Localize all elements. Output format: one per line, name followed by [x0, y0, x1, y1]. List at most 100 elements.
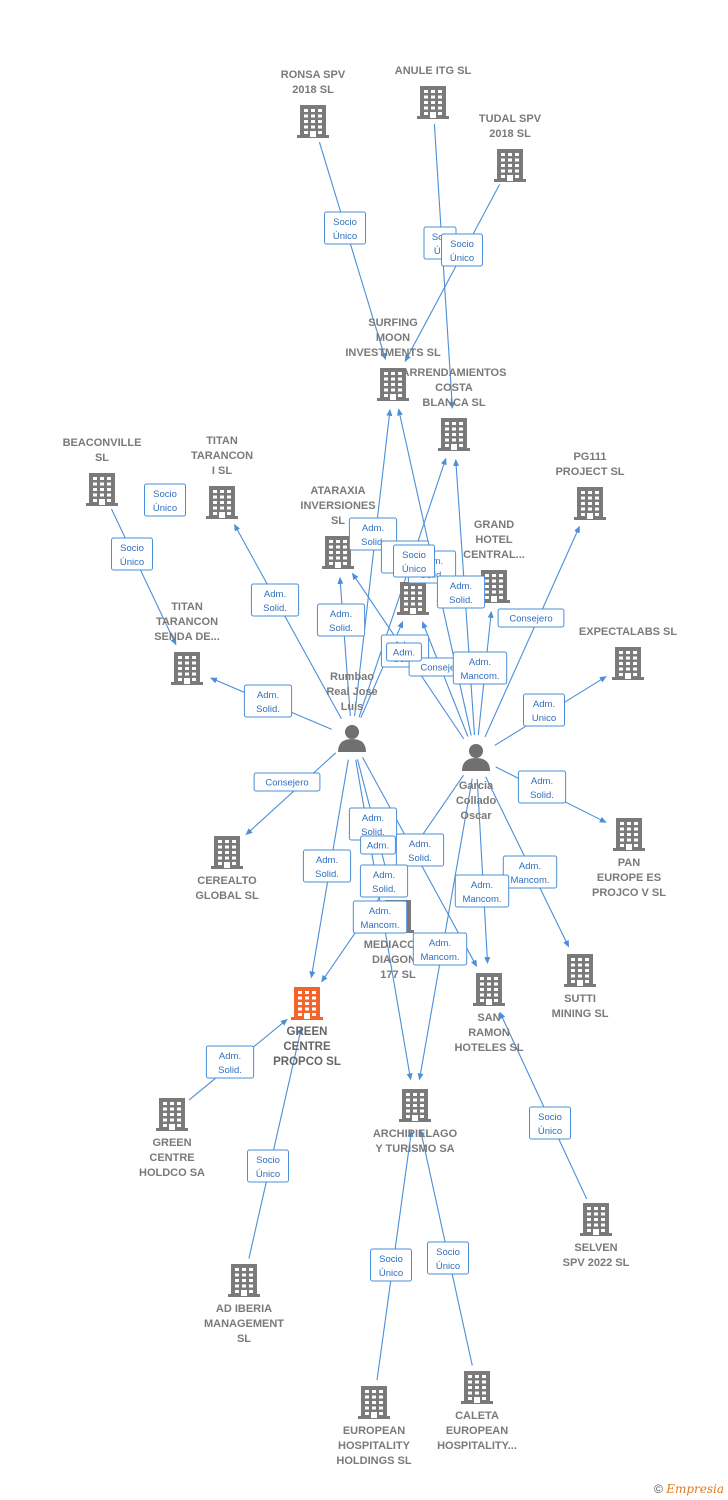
brand-logo[interactable]: Empresia	[666, 1482, 724, 1496]
relation-text: Adm.	[362, 523, 384, 534]
relation-label[interactable]: Adm.Solid.	[250, 583, 300, 617]
relation-label[interactable]: Adm.Solid.	[348, 807, 398, 841]
relation-text: Socio	[153, 489, 177, 500]
node-caleta[interactable]: CALETAEUROPEANHOSPITALITY...	[437, 1371, 517, 1452]
node-expectalabs[interactable]: EXPECTALABS SL	[579, 626, 677, 680]
node-label: RAMON	[468, 1027, 510, 1039]
building-icon	[206, 486, 238, 519]
relation-label[interactable]: Adm.Mancom.	[502, 855, 558, 889]
relation-text: Solid.	[361, 827, 385, 838]
node-label: INVESTMENTS SL	[345, 347, 441, 359]
relation-text: Socio	[402, 550, 426, 561]
node-ronsa[interactable]: RONSA SPV 2018 SL	[281, 69, 346, 138]
building-icon	[86, 473, 118, 506]
relation-text: Solid.	[372, 884, 396, 895]
relation-text: Solid.	[530, 790, 554, 801]
node-label: SL	[95, 452, 109, 464]
node-label: COSTA	[435, 382, 473, 394]
relation-label[interactable]: Adm.Solid.	[517, 770, 567, 804]
node-label: EUROPEAN	[446, 1425, 508, 1437]
relation-text: Socio	[120, 543, 144, 554]
relation-label[interactable]: Adm.Unico	[523, 693, 565, 727]
node-label: 2018 SL	[292, 84, 334, 96]
relation-label[interactable]: Adm.Mancom.	[412, 932, 468, 966]
node-label: TUDAL SPV	[479, 113, 542, 125]
node-label: Luis	[341, 701, 364, 713]
relation-label[interactable]: Adm.Solid.	[316, 603, 366, 637]
relation-label[interactable]: Adm.Solid.	[395, 833, 445, 867]
relation-text: Socio	[333, 217, 357, 228]
relation-label[interactable]: Adm.Solid.	[436, 575, 486, 609]
building-icon	[399, 1089, 431, 1122]
relation-text: Consejero	[265, 778, 308, 789]
relation-text: Adm.	[316, 855, 338, 866]
node-grandhotel[interactable]: GRANDHOTELCENTRAL...	[463, 519, 525, 603]
relation-text: Socio	[379, 1254, 403, 1265]
relation-label[interactable]: Adm.Solid.	[302, 849, 352, 883]
relation-label[interactable]: Adm.Mancom.	[452, 651, 508, 685]
relation-label[interactable]: Adm.Mancom.	[454, 874, 510, 908]
node-label: 177 SL	[380, 969, 416, 981]
building-icon	[494, 149, 526, 182]
node-label: MINING SL	[552, 1008, 609, 1020]
node-label: ANULE ITG SL	[395, 65, 472, 77]
building-icon	[358, 1386, 390, 1419]
relation-label[interactable]: Adm.Solid.	[359, 864, 409, 898]
relation-text: Ún	[434, 246, 446, 257]
relation-text: Único	[402, 564, 426, 575]
node-label: Real Jose	[326, 686, 377, 698]
node-label: SL	[237, 1333, 251, 1345]
node-label: PROPCO SL	[273, 1056, 341, 1068]
relation-label[interactable]: Consejero	[497, 608, 565, 628]
relation-text: Socio	[450, 239, 474, 250]
node-label: RONSA SPV	[281, 69, 346, 81]
relation-text: Consejero	[420, 663, 463, 674]
relation-label[interactable]: Consejero	[253, 772, 321, 792]
edge-rumbao-ataraxia	[337, 576, 351, 717]
node-label: MANAGEMENT	[204, 1318, 284, 1330]
node-label: GLOBAL SL	[195, 890, 259, 902]
relation-label[interactable]: Adm.	[386, 642, 422, 662]
relation-text: Solid.	[218, 1065, 242, 1076]
building-icon	[580, 1203, 612, 1236]
relation-text: Único	[153, 503, 177, 514]
relation-label[interactable]: Adm.	[360, 835, 396, 855]
node-anule[interactable]: ANULE ITG SL	[395, 65, 472, 119]
relation-text: Adm.	[471, 880, 493, 891]
node-label: ARRENDAMIENTOS	[402, 367, 507, 379]
edge-rumbao-cerealto	[245, 752, 337, 836]
relation-label[interactable]: Adm.Mancom.	[352, 900, 408, 934]
relation-text: Único	[333, 231, 357, 242]
relation-label[interactable]: Adm.Solid.	[243, 684, 293, 718]
relation-label[interactable]: Adm.Solid.	[205, 1045, 255, 1079]
